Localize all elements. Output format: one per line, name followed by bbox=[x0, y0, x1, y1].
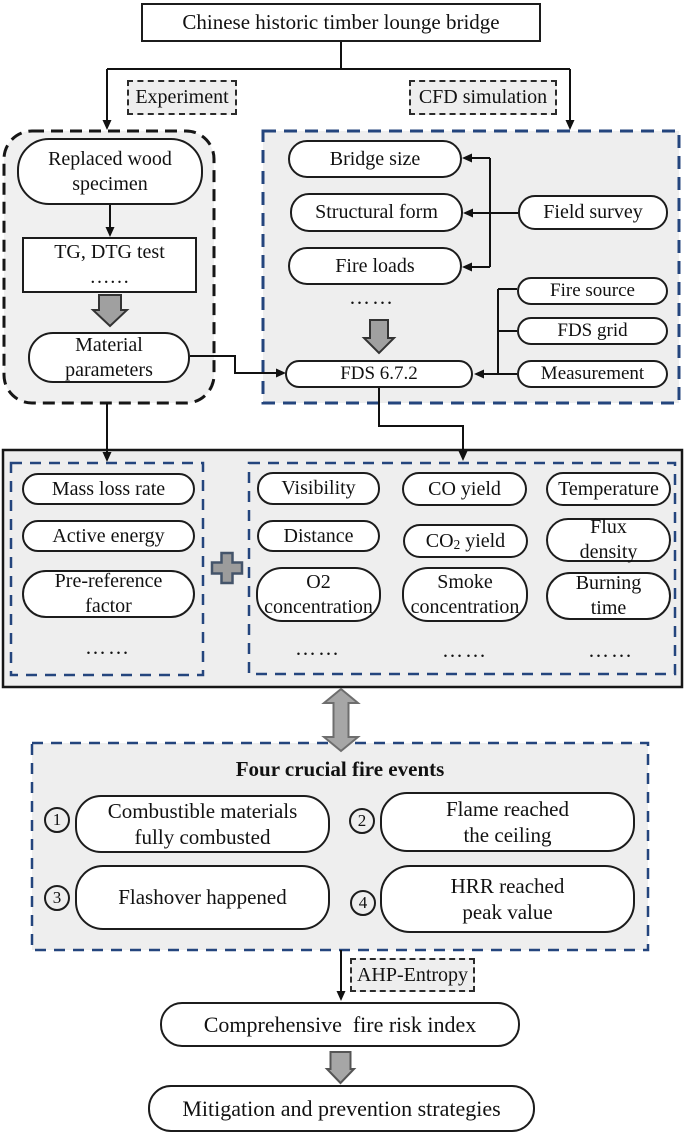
event-4-number: 4 bbox=[350, 890, 376, 916]
node-event-2: Flame reached the ceiling bbox=[380, 792, 635, 852]
label-cfd-simulation: CFD simulation bbox=[409, 80, 557, 115]
node-tg-dtg-test: TG, DTG test …… bbox=[22, 237, 197, 293]
event-3-number: 3 bbox=[44, 885, 70, 911]
double-arrow-icon bbox=[321, 687, 361, 753]
node-fire-source: Fire source bbox=[517, 277, 668, 305]
node-visibility: Visibility bbox=[257, 472, 380, 505]
node-field-survey: Field survey bbox=[518, 195, 668, 230]
outputs-col1-ellipsis: …… bbox=[295, 635, 341, 660]
block-arrow-to-fds bbox=[361, 319, 397, 355]
outputs-col3-ellipsis: …… bbox=[588, 637, 634, 662]
co2-base: CO bbox=[425, 529, 454, 552]
node-material-parameters: Material parameters bbox=[28, 332, 190, 383]
node-bridge-size: Bridge size bbox=[288, 140, 462, 178]
node-flux-density: Flux density bbox=[546, 516, 671, 563]
node-smoke-concentration: Smoke concentration bbox=[402, 567, 528, 622]
node-mass-loss-rate: Mass loss rate bbox=[22, 473, 195, 505]
block-arrow-tg-to-material bbox=[90, 294, 130, 328]
node-fire-loads: Fire loads bbox=[288, 247, 462, 285]
node-risk-index: Comprehensive fire risk index bbox=[160, 1002, 520, 1047]
node-event-4: HRR reached peak value bbox=[380, 865, 635, 933]
node-distance: Distance bbox=[257, 520, 380, 552]
outputs-col2-ellipsis: …… bbox=[442, 637, 488, 662]
node-mitigation: Mitigation and prevention strategies bbox=[148, 1085, 535, 1132]
node-event-3: Flashover happened bbox=[75, 865, 330, 930]
event-1-number: 1 bbox=[44, 807, 70, 833]
material-params-box bbox=[9, 461, 205, 677]
node-burning-time: Burning time bbox=[546, 572, 671, 620]
node-fds-grid: FDS grid bbox=[517, 317, 668, 345]
label-experiment: Experiment bbox=[127, 80, 237, 115]
event-2-number: 2 bbox=[349, 808, 375, 834]
plus-icon bbox=[210, 551, 244, 585]
node-pre-reference-factor: Pre-reference factor bbox=[22, 570, 195, 618]
connector-lines bbox=[102, 42, 575, 1001]
node-replaced-wood-specimen: Replaced wood specimen bbox=[17, 138, 203, 205]
co2-rest: yield bbox=[460, 529, 506, 552]
material-params-ellipsis: …… bbox=[85, 634, 131, 659]
node-active-energy: Active energy bbox=[22, 520, 195, 552]
label-ahp-entropy: AHP-Entropy bbox=[350, 958, 475, 992]
cfd-ellipsis: …… bbox=[349, 284, 395, 309]
node-temperature: Temperature bbox=[546, 472, 671, 506]
fire-events-title: Four crucial fire events bbox=[235, 757, 445, 781]
simulation-outputs-box bbox=[247, 461, 677, 676]
node-measurement: Measurement bbox=[517, 360, 668, 388]
node-fds-version: FDS 6.7.2 bbox=[285, 360, 473, 388]
node-root: Chinese historic timber lounge bridge bbox=[141, 3, 541, 42]
node-co-yield: CO yield bbox=[402, 472, 527, 506]
node-event-1: Combustible materials fully combusted bbox=[75, 795, 330, 853]
node-o2-concentration: O2 concentration bbox=[256, 567, 381, 622]
node-structural-form: Structural form bbox=[290, 193, 463, 232]
block-arrow-to-mitigation bbox=[324, 1051, 357, 1085]
